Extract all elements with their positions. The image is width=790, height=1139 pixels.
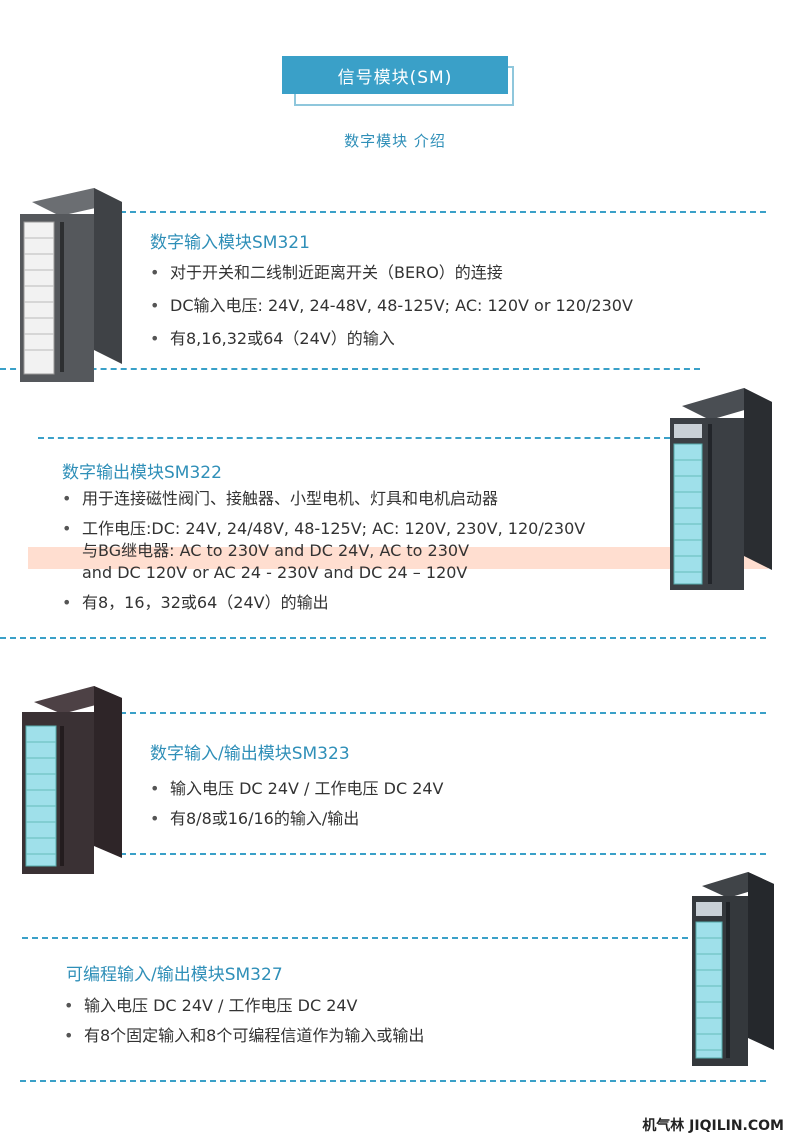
bullet-list-sm323: 输入电压 DC 24V / 工作电压 DC 24V 有8/8或16/16的输入/…: [148, 778, 444, 830]
list-item: 对于开关和二线制近距离开关（BERO）的连接: [148, 262, 633, 284]
header-banner: 信号模块(SM): [282, 56, 514, 106]
list-item: 输入电压 DC 24V / 工作电压 DC 24V: [62, 995, 424, 1017]
divider: [120, 211, 766, 213]
module-sm322-icon: [664, 388, 772, 596]
bullet-list-sm327: 输入电压 DC 24V / 工作电压 DC 24V 有8个固定输入和8个可编程信…: [62, 995, 424, 1047]
divider: [20, 1080, 766, 1082]
list-item: DC输入电压: 24V, 24-48V, 48-125V; AC: 120V o…: [148, 295, 633, 317]
module-sm327-icon: [690, 872, 774, 1072]
divider: [0, 637, 766, 639]
section-title-sm323: 数字输入/输出模块SM323: [150, 744, 350, 764]
section-title-sm322: 数字输出模块SM322: [62, 463, 222, 483]
divider: [0, 368, 700, 370]
module-sm323-icon: [18, 686, 122, 880]
list-item: 工作电压:DC: 24V, 24/48V, 48-125V; AC: 120V,…: [60, 518, 585, 584]
page-subtitle: 数字模块 介绍: [344, 132, 446, 150]
bullet-list-sm322: 用于连接磁性阀门、接触器、小型电机、灯具和电机启动器 工作电压:DC: 24V,…: [60, 488, 585, 614]
divider: [120, 712, 766, 714]
footer-watermark: 机气林 JIQILIN.COM: [642, 1118, 784, 1134]
list-item: 有8/8或16/16的输入/输出: [148, 808, 444, 830]
list-item: 有8，16，32或64（24V）的输出: [60, 592, 585, 614]
divider: [22, 937, 688, 939]
divider: [120, 853, 766, 855]
section-title-sm327: 可编程输入/输出模块SM327: [66, 965, 283, 985]
module-sm321-icon: [14, 188, 122, 388]
list-item: 用于连接磁性阀门、接触器、小型电机、灯具和电机启动器: [60, 488, 585, 510]
bullet-list-sm321: 对于开关和二线制近距离开关（BERO）的连接 DC输入电压: 24V, 24-4…: [148, 262, 633, 350]
list-item: 有8,16,32或64（24V）的输入: [148, 328, 633, 350]
list-item: 有8个固定输入和8个可编程信道作为输入或输出: [62, 1025, 424, 1047]
list-item: 输入电压 DC 24V / 工作电压 DC 24V: [148, 778, 444, 800]
banner-title: 信号模块(SM): [282, 56, 508, 94]
divider: [38, 437, 670, 439]
section-title-sm321: 数字输入模块SM321: [150, 233, 310, 253]
